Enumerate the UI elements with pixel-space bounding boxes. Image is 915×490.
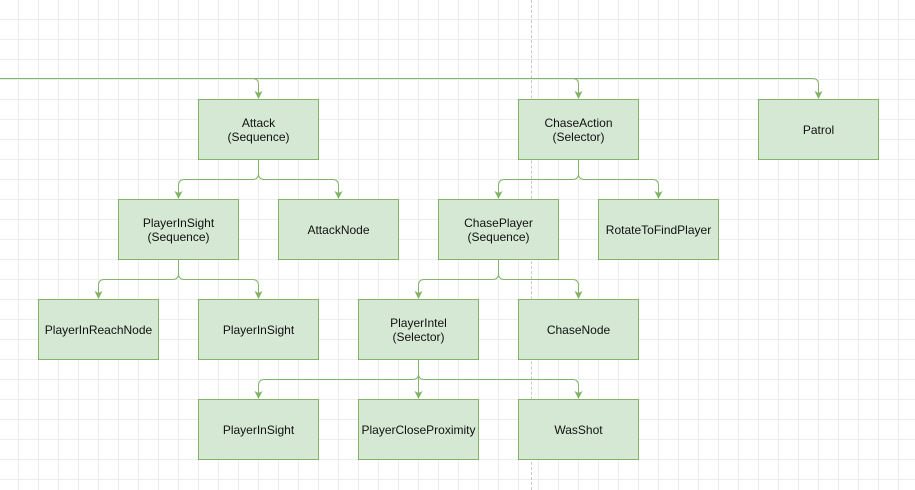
node-chase-player[interactable]: ChasePlayer (Sequence) [438, 199, 559, 260]
connector-root-to-attack [0, 78, 263, 99]
node-label: Patrol [802, 122, 835, 137]
node-sublabel: (Sequence) [467, 229, 530, 244]
node-label: WasShot [554, 422, 603, 437]
connector-root-to-chase-action [0, 78, 583, 99]
node-player-intel[interactable]: PlayerIntel (Selector) [358, 299, 479, 360]
node-label: PlayerCloseProximity [361, 422, 476, 437]
connector-chase-player-to-player-intel [414, 260, 499, 299]
node-player-in-sight-leaf[interactable]: PlayerInSight [198, 399, 319, 460]
connector-player-in-sight-seq-to-player-in-reach-node [94, 260, 179, 299]
connector-chase-action-to-chase-player [494, 160, 579, 199]
node-rotate-to-find-player[interactable]: RotateToFindPlayer [598, 199, 719, 260]
node-label: PlayerInReachNode [44, 322, 153, 337]
node-label: PlayerIntel [390, 315, 447, 330]
node-attack-node[interactable]: AttackNode [278, 199, 399, 260]
connector-player-intel-to-player-in-sight-2 [254, 360, 419, 399]
connector-attack-to-player-in-sight-seq [174, 160, 259, 199]
node-label: ChaseAction [544, 115, 613, 130]
node-sublabel: (Selector) [392, 329, 445, 344]
node-label: PlayerInSight [142, 215, 215, 230]
node-label: AttackNode [307, 222, 370, 237]
connector-chase-action-to-rotate-to-find-player [578, 160, 663, 199]
connector-root-to-patrol [0, 78, 823, 99]
node-label: PlayerInSight [222, 422, 295, 437]
node-sublabel: (Sequence) [147, 229, 210, 244]
connector-chase-player-to-chase-node [498, 260, 583, 299]
node-label: ChaseNode [546, 322, 611, 337]
node-label: PlayerInSight [222, 322, 295, 337]
node-player-in-sight[interactable]: PlayerInSight [198, 299, 319, 360]
node-was-shot[interactable]: WasShot [518, 399, 639, 460]
node-player-in-reach-node[interactable]: PlayerInReachNode [38, 299, 159, 360]
node-chase-action[interactable]: ChaseAction (Selector) [518, 99, 639, 160]
node-label: Attack [241, 115, 276, 130]
node-player-close-proximity[interactable]: PlayerCloseProximity [358, 399, 479, 460]
node-attack[interactable]: Attack (Sequence) [198, 99, 319, 160]
node-patrol[interactable]: Patrol [758, 99, 879, 160]
node-sublabel: (Selector) [552, 129, 605, 144]
connector-attack-to-attack-node [258, 160, 343, 199]
node-label: ChasePlayer [464, 215, 533, 230]
node-chase-node[interactable]: ChaseNode [518, 299, 639, 360]
connector-player-in-sight-seq-to-player-in-sight-1 [178, 260, 263, 299]
connector-player-intel-to-was-shot [418, 360, 583, 399]
node-label: RotateToFindPlayer [605, 222, 712, 237]
node-player-in-sight-sequence[interactable]: PlayerInSight (Sequence) [118, 199, 239, 260]
node-sublabel: (Sequence) [227, 129, 290, 144]
